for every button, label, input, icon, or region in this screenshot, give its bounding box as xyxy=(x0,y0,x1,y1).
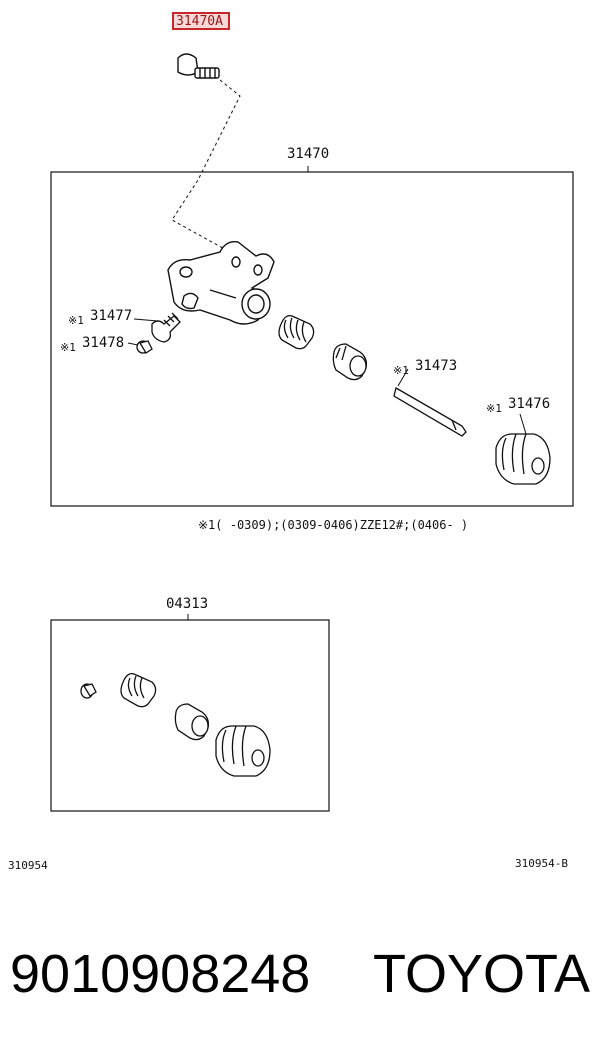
main-box-title: 31470 xyxy=(287,146,330,162)
kit-box-frame xyxy=(50,619,330,812)
part-label-31473[interactable]: 31473 xyxy=(415,358,458,374)
kit-box-title[interactable]: 04313 xyxy=(166,596,209,612)
part-mark-31473: ※1 xyxy=(393,364,409,377)
part-label-31478[interactable]: 31478 xyxy=(82,335,125,351)
main-box-frame xyxy=(50,171,574,507)
kit-boot-drawing xyxy=(215,725,271,777)
part-mark-31476: ※1 xyxy=(486,402,502,415)
kit-cap-drawing xyxy=(80,683,97,699)
leader-dashed xyxy=(171,79,241,253)
bottom-caption: 9010908248 TOYOTA xyxy=(10,938,590,1010)
footer-left-code: 310954 xyxy=(8,859,48,872)
diagram-drawing xyxy=(50,53,574,812)
part-31477-drawing xyxy=(151,312,181,343)
footnote: ※1( -0309);(0309-0406)ZZE12#;(0406- ) xyxy=(198,518,469,532)
bolt-part xyxy=(177,53,220,79)
footer-right-code: 310954-B xyxy=(515,857,568,870)
part-mark-31478: ※1 xyxy=(60,341,76,354)
spring-drawing xyxy=(278,314,315,350)
parts-diagram: 31470A xyxy=(8,12,574,872)
brand-name: TOYOTA xyxy=(372,944,590,1004)
part-31478-drawing xyxy=(136,340,153,354)
part-mark-31477: ※1 xyxy=(68,314,84,327)
part-label-31477[interactable]: 31477 xyxy=(90,308,133,324)
kit-piston-drawing xyxy=(174,703,210,741)
part-label-31476[interactable]: 31476 xyxy=(508,396,551,412)
part-31476-drawing xyxy=(495,433,551,485)
part-31473-drawing xyxy=(393,387,467,437)
callout-label: 31470A xyxy=(176,14,223,29)
callout-highlight[interactable]: 31470A xyxy=(172,12,230,30)
piston-drawing xyxy=(332,343,368,381)
part-number: 9010908248 xyxy=(10,944,311,1004)
cylinder-body xyxy=(167,241,275,325)
kit-spring-drawing xyxy=(120,672,157,708)
